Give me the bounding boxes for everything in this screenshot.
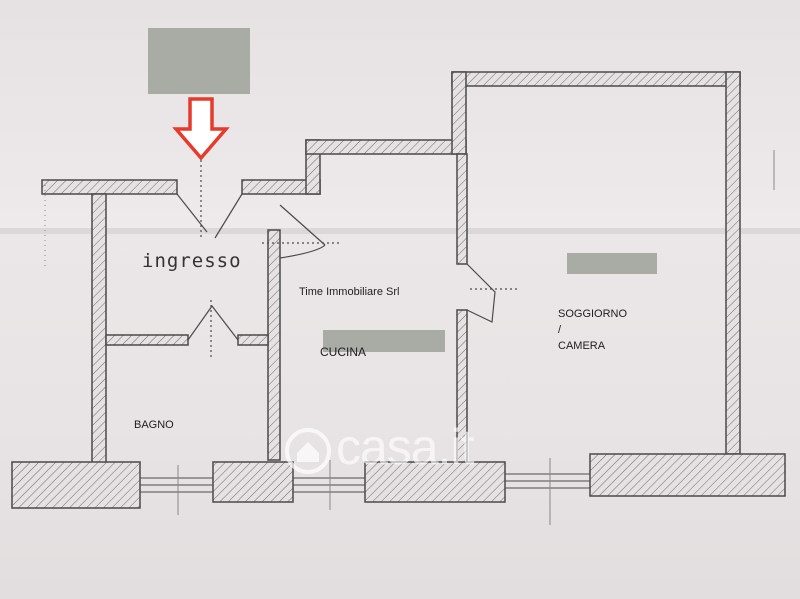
windows	[139, 473, 591, 493]
agency-label: Time Immobiliare Srl	[299, 286, 400, 298]
room-label-line: CAMERA	[558, 340, 606, 352]
dimension-marks	[44, 150, 775, 525]
walls	[11, 71, 786, 509]
watermark-label: casa.it	[336, 419, 475, 475]
redacted-area	[323, 330, 445, 352]
room-label-line: SOGGIORNO	[558, 308, 628, 320]
room-label-ingresso: ingresso	[142, 250, 242, 272]
room-label-bagno: BAGNO	[134, 419, 174, 431]
watermark-text: casa.it	[336, 418, 475, 476]
room-label-line: /	[558, 324, 562, 336]
house-icon	[285, 428, 331, 474]
room-label-soggiorno-camera: SOGGIORNO / CAMERA	[558, 306, 627, 354]
arrow-down-icon	[172, 97, 230, 161]
room-label-cucina: CUCINA	[320, 345, 367, 359]
redacted-area	[148, 28, 250, 94]
redacted-area	[567, 253, 657, 274]
paper-fold	[0, 228, 800, 234]
doors	[176, 160, 520, 360]
